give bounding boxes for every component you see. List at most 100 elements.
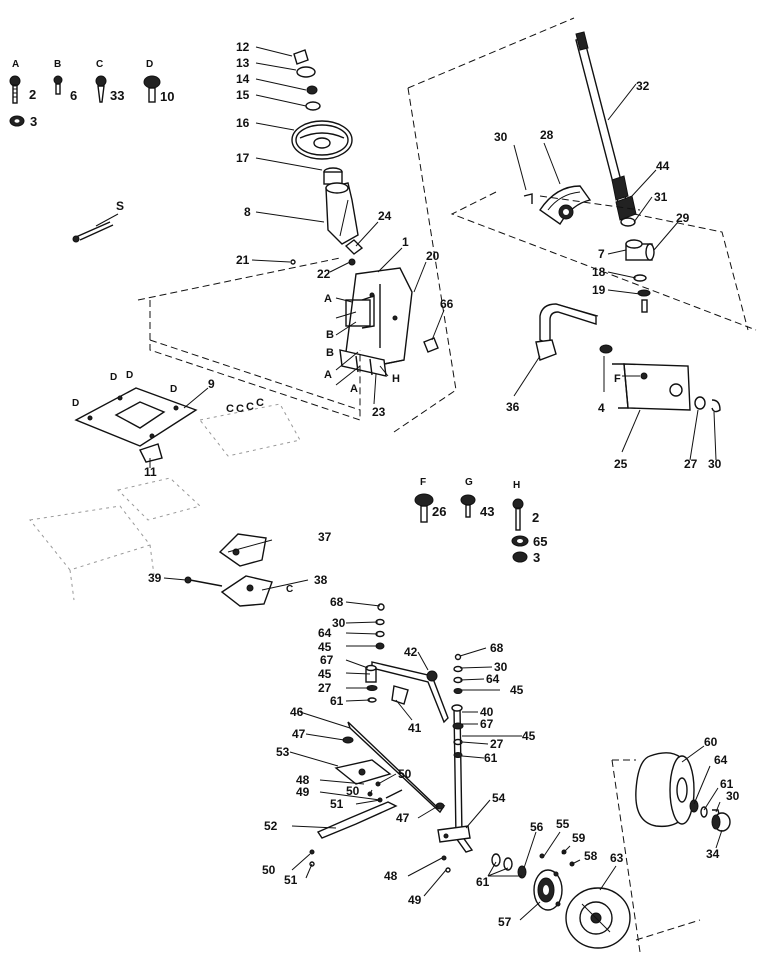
nut-part [306,85,318,95]
part-label: 24 [378,209,392,223]
part-label: D [126,370,133,381]
retainer-part-30b [711,399,721,413]
bolt-a-icon [9,75,21,104]
steering-wheel-assembly [72,49,439,377]
part-label: 53 [276,745,290,759]
part-label: 4 [598,401,605,415]
part-label: 34 [706,847,720,861]
part-label: F [614,373,621,385]
part-label: 16 [236,116,250,130]
hardware-key: A 2 3 B 6 C 33 D 10 [9,59,174,129]
hubcap-part-34 [711,812,731,832]
gear-bracket-part-25 [612,363,691,411]
spindle-part-67-left [365,664,378,703]
part-label: 63 [610,851,624,865]
spindle-part-40 [451,704,474,853]
hw-qty-b: 6 [70,88,77,103]
part-label: 40 [480,705,494,719]
part-label: S [116,199,124,213]
bracket-part-24 [344,239,364,266]
part-label: 54 [492,791,506,805]
part-label: 45 [318,667,332,681]
steering-support-part [345,267,413,367]
part-label: 20 [426,249,440,263]
part-number-labels: 12 13 14 15 16 17 8 24 22 21 1 20 66 S 9… [72,40,740,929]
floor-plate-assembly [29,257,361,601]
part-label: A [324,369,332,381]
washer-part-27 [694,396,706,410]
nut-a-icon [9,115,25,127]
part-label: 15 [236,88,250,102]
part-label: 7 [598,247,605,261]
screw-c-icon [95,75,107,103]
part-label: 61 [484,751,498,765]
part-label: 30 [494,130,508,144]
bushing-part-64 [689,799,699,813]
steering-shaft-part [575,31,629,203]
part-label: 27 [684,457,698,471]
part-label: 58 [584,849,598,863]
hw-letter-f: F [420,477,426,488]
part-label: 44 [656,159,670,173]
part-label: 30 [494,660,508,674]
bracket-part-37 [218,533,267,567]
steering-arm-part-52 [316,789,403,839]
part-label: 22 [317,267,331,281]
part-label: D [170,384,177,395]
bolt-f-icon [414,493,434,523]
part-label: 48 [296,773,310,787]
part-label: 27 [490,737,504,751]
part-label: 51 [330,797,344,811]
hw-nut-a-qty: 3 [30,114,37,129]
part-label: 45 [318,640,332,654]
part-label: 66 [440,297,454,311]
hw-letter-b: B [54,59,61,70]
part-label: 47 [396,811,410,825]
part-label: 39 [148,571,162,585]
hw-letter-a: A [12,59,19,70]
part-label: 47 [292,727,306,741]
bushing-part-4 [599,344,613,354]
nut-part-19 [637,289,651,297]
part-label: 11 [144,465,157,479]
small-hardware-stack-left [375,603,385,650]
hw-letter-g: G [465,477,473,488]
bolt-s-icon [72,221,114,243]
part-label: 50 [346,784,360,798]
part-label: 67 [480,717,494,731]
washer-part [305,101,321,111]
front-wheel-assembly [533,752,731,953]
bolt-b-icon [53,75,63,95]
part-label: 68 [330,595,344,609]
part-label: 57 [498,915,512,929]
adapter-part [323,167,343,185]
bearing-part-56 [517,865,527,879]
part-label: 30 [708,457,722,471]
hardware-key-fgh: F 26 G 43 H 2 65 3 [414,477,547,565]
part-label: D [110,372,117,383]
part-label: 18 [592,265,606,279]
bracket-part-23 [339,349,387,377]
part-label: 42 [404,645,418,659]
hw-qty-a: 2 [29,87,36,102]
steering-wheel-icon [291,120,353,160]
part-label: 45 [522,729,536,743]
wheel-hub-part-57 [533,869,563,911]
part-label: 13 [236,56,250,70]
tire-part-60 [635,752,695,828]
hw-letter-c: C [96,59,103,70]
clip-part-21 [290,259,296,265]
part-label: 8 [244,205,251,219]
part-label: C [256,397,264,409]
part-label: 28 [540,128,554,142]
dash-panel-part [325,182,359,245]
clip-part-66 [423,337,439,353]
hw-qty-h: 2 [532,510,539,525]
steering-gear-assembly [393,17,757,433]
lower-bracket-assembly [184,533,273,607]
axle-bracket-part-54 [437,825,471,843]
part-label: 21 [236,253,250,267]
bracket-part-11 [139,443,163,463]
part-label: C [236,403,244,415]
tie-rod-part-46 [342,721,446,814]
